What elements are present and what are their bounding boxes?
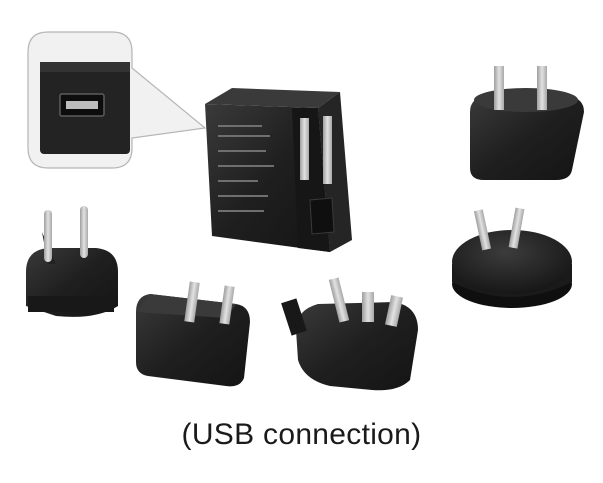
eu-plug-adapter: [26, 206, 118, 317]
uk-plug-adapter: [281, 277, 418, 391]
us-plug-adapter: [136, 281, 250, 387]
folding-prong-left: [300, 118, 309, 180]
cn-plug-adapter: [470, 66, 584, 180]
usb-charger-body: [205, 88, 352, 252]
usb-port-callout: [27, 31, 207, 169]
au-plug-adapter: [452, 207, 572, 308]
caption: (USB connection): [181, 418, 422, 451]
folding-prong-right: [323, 116, 332, 184]
